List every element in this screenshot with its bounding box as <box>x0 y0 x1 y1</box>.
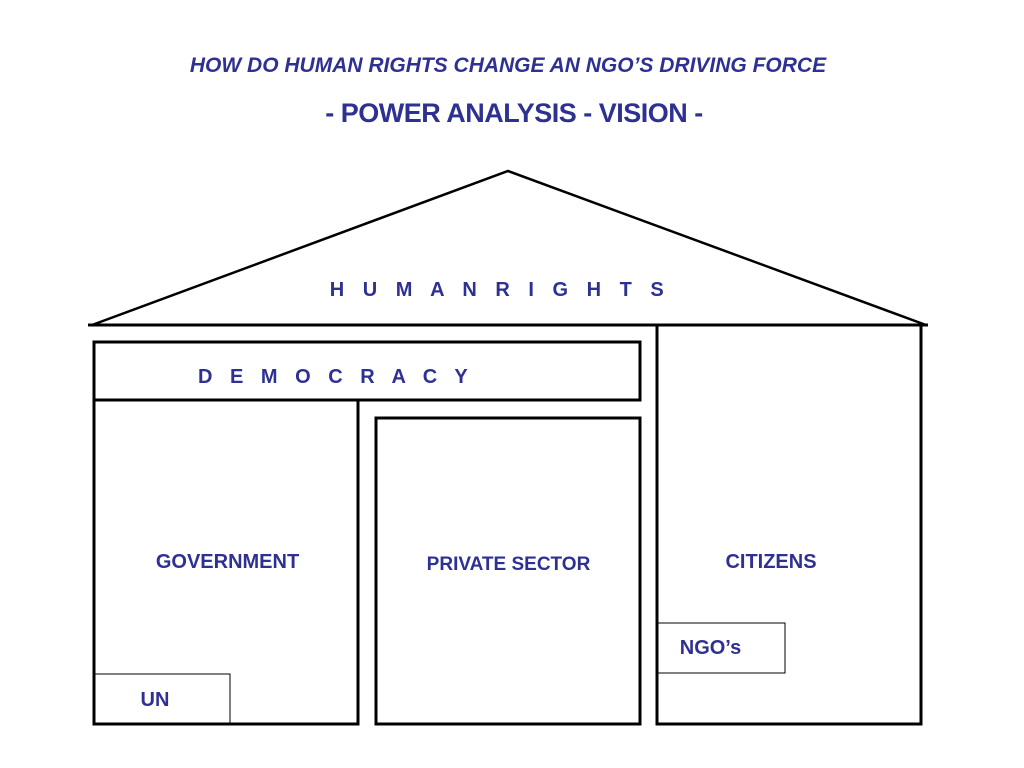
citizens-pillar <box>655 323 923 726</box>
government-pillar <box>92 398 360 726</box>
citizens-label: CITIZENS <box>725 551 817 573</box>
private-sector-label: PRIVATE SECTOR <box>426 554 591 575</box>
democracy-beam <box>92 340 642 402</box>
human-rights-label: H U M A N R I G H T S <box>329 279 671 301</box>
democracy-label: D E M O C R A C Y <box>198 366 474 388</box>
diagram-title: HOW DO HUMAN RIGHTS CHANGE AN NGO’S DRIV… <box>189 54 827 77</box>
un-box <box>94 673 231 724</box>
government-label: GOVERNMENT <box>155 551 300 573</box>
private-sector-pillar <box>374 416 642 726</box>
ngos-box <box>657 622 786 674</box>
un-label: UN <box>140 689 170 711</box>
ngos-label: NGO’s <box>679 637 742 659</box>
diagram-subtitle: - POWER ANALYSIS - VISION - <box>325 98 703 128</box>
